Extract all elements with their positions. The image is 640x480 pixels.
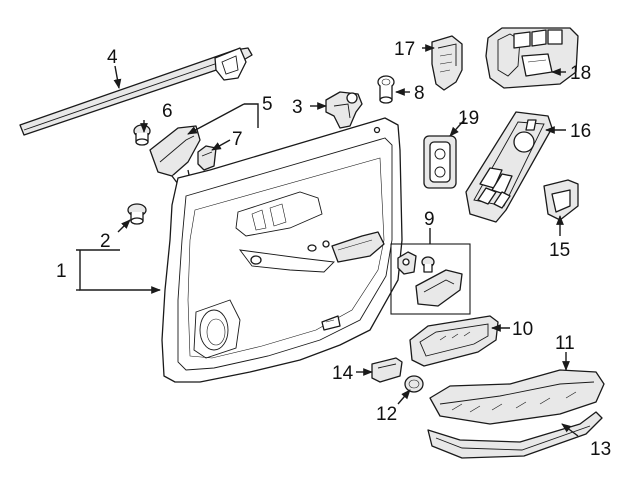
callout-18: 18 — [570, 63, 591, 84]
part-10-armrest-insert — [409, 315, 499, 367]
part-13-lower-trim — [427, 411, 603, 459]
part-14-handle — [371, 357, 403, 383]
callout-6: 6 — [162, 101, 173, 122]
callout-13: 13 — [590, 439, 611, 460]
callout-1: 1 — [56, 261, 67, 282]
part-6-clip — [133, 124, 151, 146]
part-9-kit — [390, 243, 471, 315]
part-7-bracket — [197, 145, 217, 171]
callout-5: 5 — [262, 94, 273, 115]
callout-15: 15 — [549, 240, 570, 261]
part-18-seat-switch — [485, 27, 579, 89]
callout-19: 19 — [458, 108, 479, 129]
callout-2: 2 — [100, 231, 111, 252]
part-3-bracket — [325, 91, 363, 129]
part-16-window-switch — [465, 111, 553, 223]
part-15-switch — [543, 179, 579, 221]
part-1-door-panel — [161, 117, 403, 383]
part-12-plug — [404, 375, 424, 393]
part-4-belt-moulding — [19, 47, 253, 136]
callout-10: 10 — [512, 319, 533, 340]
callout-3: 3 — [292, 97, 303, 118]
callout-7: 7 — [232, 129, 243, 150]
part-11-armrest — [429, 369, 605, 425]
callout-4: 4 — [107, 47, 118, 68]
callout-8: 8 — [414, 83, 425, 104]
callout-12: 12 — [376, 404, 397, 425]
callout-11: 11 — [555, 333, 575, 354]
callout-labels: 1 2 3 4 5 6 7 8 9 10 11 12 13 14 15 16 1… — [56, 39, 611, 460]
callout-leaders — [76, 44, 579, 437]
callout-17: 17 — [394, 39, 415, 60]
part-19-switch — [423, 135, 457, 189]
callout-14: 14 — [332, 363, 354, 384]
part-8-grommet — [377, 75, 395, 104]
callout-16: 16 — [570, 121, 591, 142]
part-17-switch-bracket — [431, 35, 463, 91]
part-2-clip — [127, 203, 147, 225]
callout-9: 9 — [424, 209, 435, 230]
